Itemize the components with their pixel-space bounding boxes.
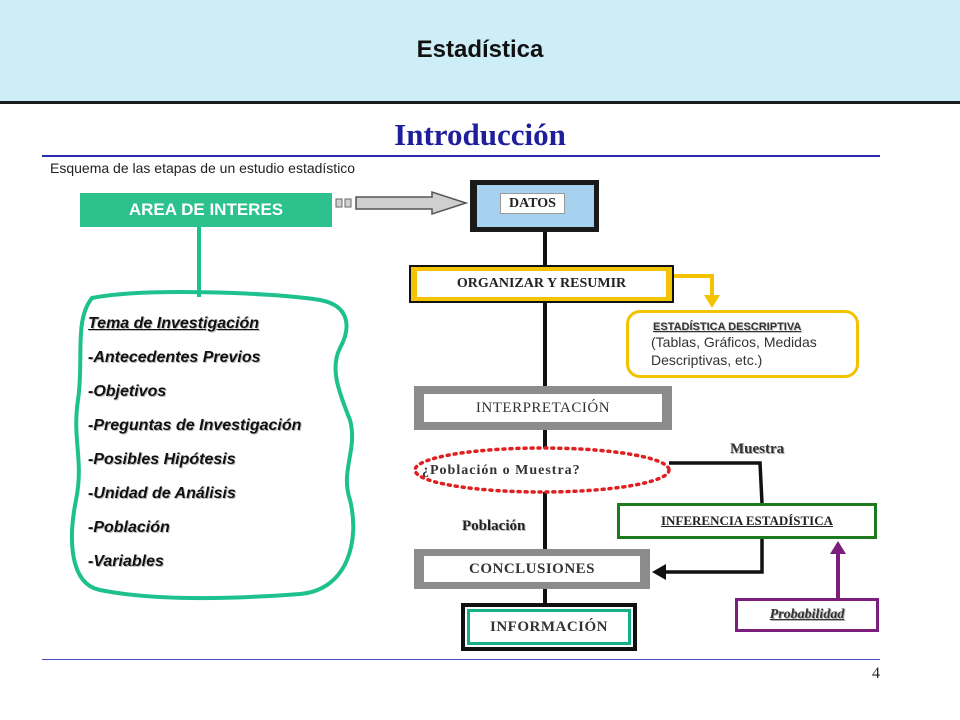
interest-item: -Objetivos [88,383,167,400]
probabilidad-label: Probabilidad [769,607,845,622]
descriptiva-box: ESTADÍSTICA DESCRIPTIVA (Tablas, Gráfico… [626,310,859,378]
interest-item: -Posibles Hipótesis [88,451,236,468]
informacion-label: INFORMACIÓN [467,609,631,645]
interest-item: -Población [88,519,170,536]
interest-item: -Preguntas de Investigación [88,417,302,434]
header-title: Estadística [416,36,544,63]
page-number: 4 [872,665,880,682]
inferencia-label: INFERENCIA ESTADÍSTICA [660,513,834,528]
interest-item: Tema de Investigación [88,315,260,332]
interest-item: -Unidad de Análisis [88,485,236,502]
datos-label: DATOS [500,193,565,214]
interest-item: -Antecedentes Previos [88,349,261,366]
inferencia-box: INFERENCIA ESTADÍSTICA [617,503,877,539]
decision-ellipse [413,446,671,494]
title-rule [42,155,880,157]
slide-title: Introducción [394,117,566,152]
area-stem [197,227,201,297]
probabilidad-to-inferencia-arrow [830,541,846,598]
slide-subtitle: Esquema de las etapas de un estudio esta… [50,160,356,176]
inferencia-to-conclusiones-arrow [652,539,764,580]
header-banner [0,0,960,104]
organizar-label: ORGANIZAR Y RESUMIR [417,271,666,297]
area-de-interes-box: AREA DE INTERES [80,193,332,227]
interest-bracket [70,290,356,601]
decision-label: ¿Población o Muestra? [422,463,581,478]
descriptiva-body: (Tablas, Gráficos, Medidas Descriptivas,… [651,334,817,368]
interpretacion-label: INTERPRETACIÓN [424,394,662,422]
organizar-to-descriptiva-arrow [674,274,720,308]
footer-rule [42,659,880,660]
area-to-datos-arrow [335,190,469,216]
interest-item: -Variables [88,553,164,570]
muestra-connector [669,461,764,504]
muestra-label: Muestra [730,441,785,457]
interest-list: Tema de Investigación -Antecedentes Prev… [88,312,358,584]
poblacion-label: Población [462,518,526,534]
probabilidad-box: Probabilidad [735,598,879,632]
descriptiva-title: ESTADÍSTICA DESCRIPTIVA [653,321,802,333]
conclusiones-label: CONCLUSIONES [424,556,640,582]
